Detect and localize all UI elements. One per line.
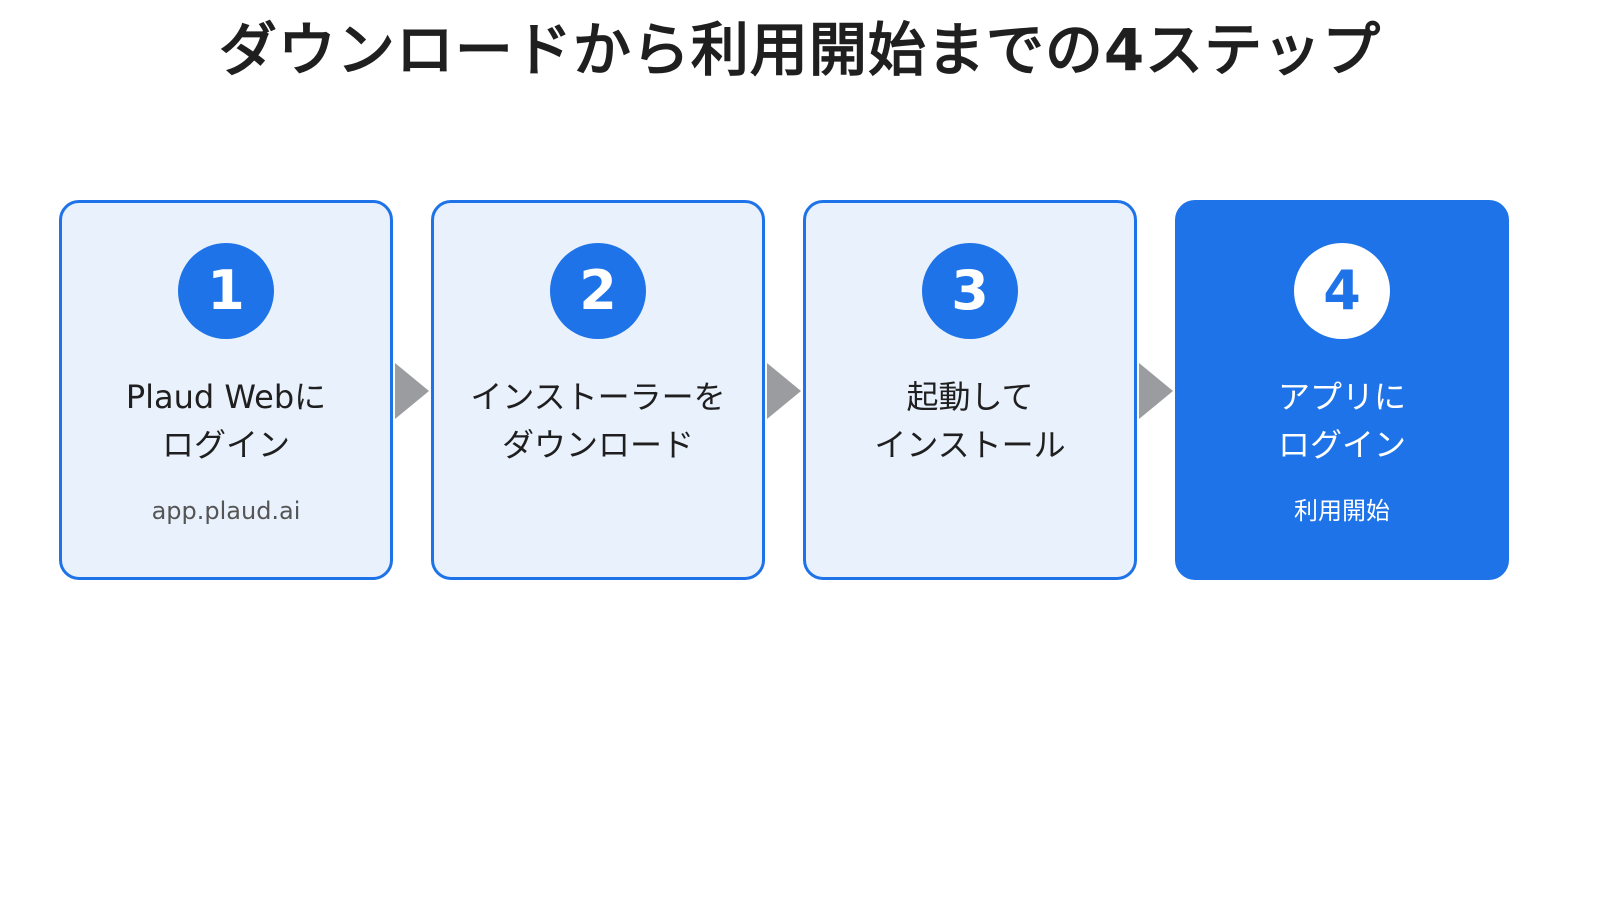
step-label-line: インストーラーを — [470, 378, 726, 416]
step-card-2: 2 インストーラーを ダウンロード — [431, 200, 765, 580]
step-label-line: インストール — [874, 426, 1066, 464]
step-label-line: ダウンロード — [501, 426, 694, 464]
step-label-line: Plaud Webに — [125, 378, 327, 416]
step-card-1: 1 Plaud Webに ログイン app.plaud.ai — [59, 200, 393, 580]
arrow-right-icon — [395, 363, 429, 419]
steps-flow: 1 Plaud Webに ログイン app.plaud.ai 2 インストーラー… — [59, 200, 1541, 580]
step-number-badge: 1 — [178, 243, 274, 339]
step-subtext: 利用開始 — [1294, 497, 1390, 525]
step-label-line: ログイン — [1277, 426, 1406, 464]
step-label: インストーラーを ダウンロード — [444, 373, 752, 469]
step-label-line: 起動して — [906, 378, 1034, 416]
step-number-badge: 3 — [922, 243, 1018, 339]
step-label: 起動して インストール — [816, 373, 1124, 469]
step-card-4: 4 アプリに ログイン 利用開始 — [1175, 200, 1509, 580]
arrow-right-icon — [1139, 363, 1173, 419]
step-card-3: 3 起動して インストール — [803, 200, 1137, 580]
step-label: Plaud Webに ログイン — [72, 373, 380, 469]
step-label-line: アプリに — [1277, 378, 1406, 416]
step-number-badge: 4 — [1294, 243, 1390, 339]
step-number-badge: 2 — [550, 243, 646, 339]
step-label: アプリに ログイン — [1188, 373, 1496, 469]
arrow-right-icon — [767, 363, 801, 419]
step-subtext: app.plaud.ai — [151, 497, 301, 525]
page-title: ダウンロードから利用開始までの4ステップ — [218, 16, 1382, 84]
step-label-line: ログイン — [161, 426, 290, 464]
